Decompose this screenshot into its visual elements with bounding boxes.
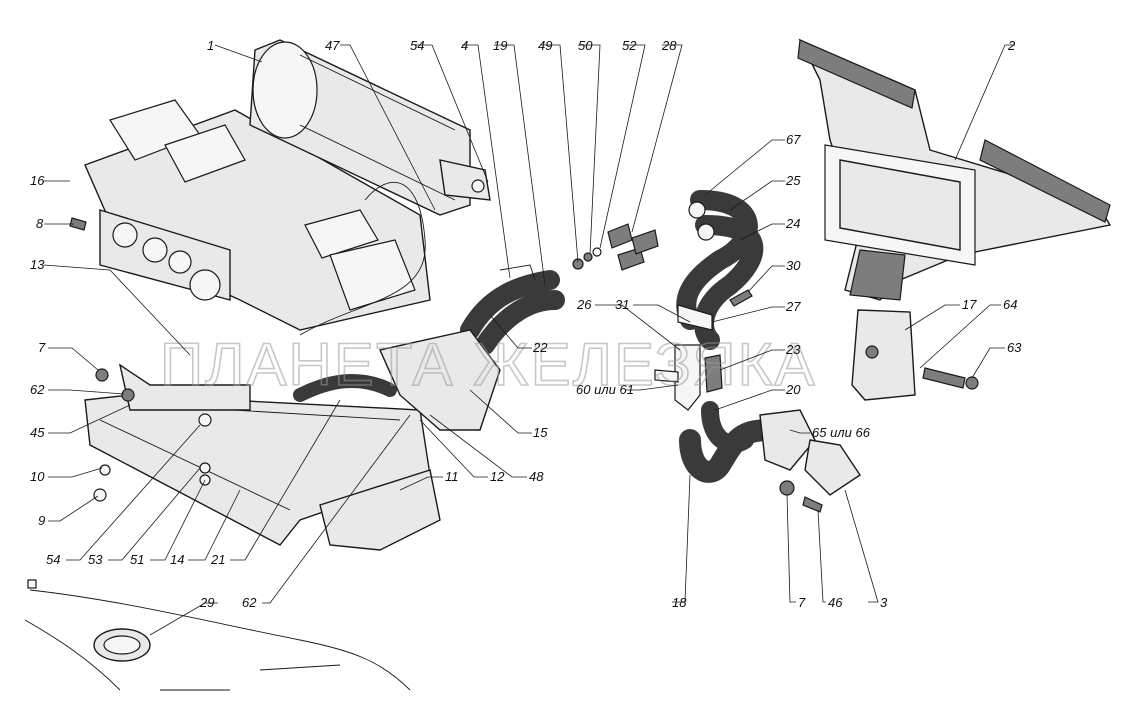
callout-3: 3	[880, 595, 888, 610]
callout-45: 45	[30, 425, 45, 440]
bracket-17	[851, 309, 916, 401]
callout-11: 11	[445, 469, 459, 484]
nut-7-left	[95, 368, 109, 382]
callout-23: 23	[785, 342, 801, 357]
callout-4: 4	[461, 38, 468, 53]
callout-67: 67	[786, 132, 801, 147]
callout-13: 13	[30, 257, 45, 272]
callout-labels: 1 47 54 4 19 49 50 52 28 2 67 25 24 30 1…	[30, 38, 1022, 610]
callout-25: 25	[785, 173, 801, 188]
callout-26: 26	[576, 297, 592, 312]
callout-63: 63	[1007, 340, 1022, 355]
callout-14: 14	[170, 552, 184, 567]
callout-7-right: 7	[798, 595, 806, 610]
fastener-62	[121, 388, 135, 402]
air-duct-2	[797, 38, 1112, 301]
heater-housing-assembly	[84, 39, 565, 355]
callout-65-or-66: 65 или 66	[812, 425, 871, 440]
callout-52: 52	[622, 38, 637, 53]
rivets-9-10	[93, 464, 111, 502]
callout-62-left: 62	[30, 382, 45, 397]
callout-15: 15	[533, 425, 548, 440]
watermark-text: ПЛАНЕТА ЖЕЛЕЗЯКА	[160, 331, 817, 398]
callout-30: 30	[786, 258, 801, 273]
callout-27: 27	[785, 299, 801, 314]
floor-panel	[24, 579, 411, 691]
callout-2: 2	[1007, 38, 1016, 53]
callout-51: 51	[130, 552, 144, 567]
duct-15	[379, 329, 501, 431]
callout-21: 21	[210, 552, 225, 567]
callout-1: 1	[207, 38, 214, 53]
callout-28: 28	[661, 38, 677, 53]
callout-24: 24	[785, 216, 800, 231]
callout-16: 16	[30, 173, 45, 188]
side-cover-11	[319, 469, 441, 551]
callout-49: 49	[538, 38, 552, 53]
callout-62-bottom: 62	[242, 595, 257, 610]
callout-7-left: 7	[38, 340, 46, 355]
callout-60-or-61: 60 или 61	[576, 382, 634, 397]
callout-18: 18	[672, 595, 687, 610]
callout-29: 29	[199, 595, 214, 610]
callout-10: 10	[30, 469, 45, 484]
callout-19: 19	[493, 38, 507, 53]
callout-53: 53	[88, 552, 103, 567]
callout-48: 48	[529, 469, 544, 484]
callout-8: 8	[36, 216, 44, 231]
bracket-45	[118, 363, 251, 411]
callout-20: 20	[785, 382, 801, 397]
hose-21	[293, 373, 397, 402]
callout-17: 17	[962, 297, 977, 312]
small-hardware	[572, 223, 659, 271]
callout-12: 12	[490, 469, 505, 484]
leader-lines	[43, 44, 1015, 636]
callout-47: 47	[325, 38, 340, 53]
screw-63	[922, 367, 979, 390]
callout-54-top: 54	[410, 38, 424, 53]
callout-54-bottom: 54	[46, 552, 60, 567]
callout-50: 50	[578, 38, 593, 53]
callout-9: 9	[38, 513, 45, 528]
callout-31: 31	[615, 297, 629, 312]
callout-22: 22	[532, 340, 548, 355]
callout-64: 64	[1003, 297, 1017, 312]
screw-8	[69, 217, 87, 231]
callout-46: 46	[828, 595, 843, 610]
